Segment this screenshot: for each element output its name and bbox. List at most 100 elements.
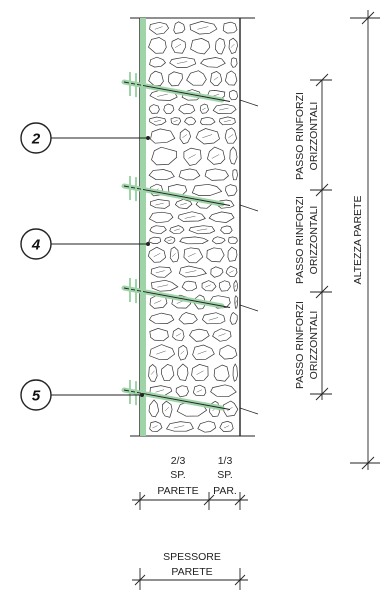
spessore-line2: PARETE — [171, 566, 212, 578]
stone-hatch — [187, 253, 196, 257]
right-leader-ticks — [239, 99, 259, 415]
two-thirds-line3: PARETE — [157, 485, 198, 497]
stone — [229, 312, 238, 325]
stone-hatch — [155, 270, 165, 274]
one-third-line1: 1/3 — [218, 455, 233, 467]
stone — [210, 266, 224, 278]
stone — [229, 146, 238, 165]
stone — [184, 116, 197, 126]
passo-label-2-line2: ORIZZONTALI — [308, 206, 320, 275]
stone-hatch — [154, 300, 162, 304]
stone — [148, 211, 174, 224]
stone — [163, 103, 175, 115]
stone-hatch — [197, 26, 209, 30]
stone-hatch — [230, 43, 235, 48]
stone — [181, 280, 198, 292]
stone — [225, 184, 238, 197]
stone-hatch — [197, 350, 207, 355]
stone — [208, 211, 235, 223]
passo-label-2-line1: PASSO RINFORZI — [294, 196, 306, 284]
stone-hatch — [175, 333, 181, 337]
stone — [169, 225, 185, 234]
stone-hatch — [205, 284, 211, 288]
stone — [224, 127, 238, 144]
passo-label-1-line1: PASSO RINFORZI — [294, 92, 306, 180]
stone — [210, 384, 237, 398]
stone — [178, 312, 198, 325]
altezza-parete-label: ALTEZZA PARETE — [352, 196, 364, 285]
stone-hatch — [180, 202, 187, 206]
stone-hatch — [173, 119, 178, 123]
stone-hatch — [174, 43, 182, 48]
stone-hatch — [235, 300, 237, 304]
stone — [232, 363, 238, 382]
stone-hatch — [223, 119, 231, 123]
stone-hatch — [223, 425, 230, 429]
stone-hatch — [208, 317, 219, 321]
stone — [178, 103, 196, 115]
stone — [168, 71, 183, 87]
stone-hatch — [167, 239, 172, 242]
stone — [227, 246, 238, 262]
stone — [175, 385, 189, 398]
stone — [201, 312, 226, 325]
stone — [230, 57, 238, 68]
callout-number: 5 — [32, 388, 41, 405]
stone — [183, 147, 202, 166]
passo-label-3-line1: PASSO RINFORZI — [294, 301, 306, 389]
callout-2: 2 — [20, 122, 150, 154]
stone — [228, 89, 238, 101]
two-thirds-line1: 2/3 — [171, 455, 186, 467]
stone — [170, 117, 182, 126]
altezza-dimension — [350, 10, 380, 470]
stone — [149, 56, 166, 68]
stone-hatch — [228, 134, 234, 139]
stone — [150, 266, 172, 278]
stone — [228, 236, 238, 244]
one-third-line2: SP. — [217, 469, 233, 481]
stone — [207, 146, 226, 165]
stone — [179, 236, 209, 245]
stone-hatch — [196, 228, 208, 231]
stone — [172, 327, 185, 342]
stone — [179, 128, 191, 145]
stone-hatch — [172, 253, 176, 257]
stone — [162, 400, 173, 418]
stone — [148, 236, 162, 244]
stone — [195, 128, 220, 145]
stone-hatch — [184, 215, 196, 219]
stone — [148, 70, 164, 86]
stone — [148, 399, 160, 418]
stone — [177, 363, 189, 381]
two-thirds-line2: SP. — [170, 469, 186, 481]
callout-number: 2 — [31, 131, 41, 148]
stone-hatch — [154, 26, 163, 30]
spessore-line1: SPESSORE — [163, 551, 221, 563]
stone-hatch — [173, 425, 185, 429]
bottom-labels: 2/3 SP. PARETE 1/3 SP. PAR. SPESSORE PAR… — [157, 455, 236, 578]
stone — [190, 38, 211, 55]
callout-dot — [140, 393, 144, 397]
stone-hatch — [157, 93, 168, 97]
stone — [219, 420, 234, 432]
stone-hatch — [155, 389, 165, 393]
stone — [225, 265, 238, 277]
stone — [225, 70, 238, 86]
stone-hatch — [202, 134, 213, 139]
stone-hatch — [180, 350, 185, 355]
stone-hatch — [211, 154, 220, 159]
stone-hatch — [213, 76, 219, 81]
stone — [186, 70, 207, 86]
callout-5: 5 — [20, 379, 144, 411]
stone-hatch — [201, 107, 206, 111]
stone — [193, 384, 207, 397]
stone — [213, 364, 230, 382]
stone-hatch — [152, 425, 158, 429]
passo-label-1-line2: ORIZZONTALI — [308, 102, 320, 171]
stone — [232, 169, 238, 181]
stone-hatch — [182, 134, 188, 139]
connector-2 — [121, 176, 231, 207]
bottom-dimension-lines — [132, 492, 248, 590]
stone — [148, 104, 160, 114]
